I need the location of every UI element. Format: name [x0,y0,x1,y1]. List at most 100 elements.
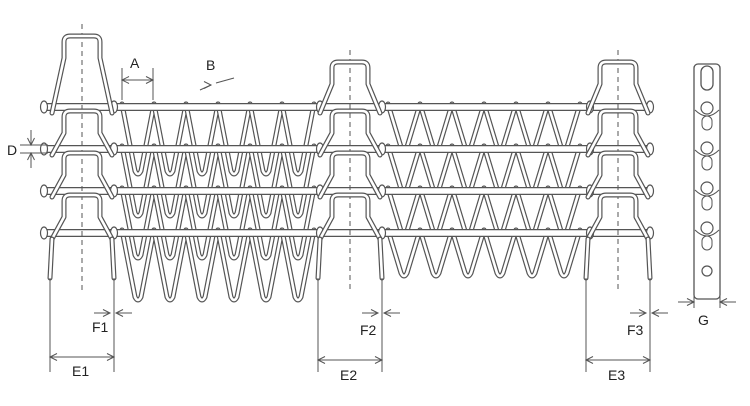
arrow-head [642,356,652,364]
label-f1: F1 [92,319,109,335]
spiral-loop [481,227,519,279]
plate-slot [700,65,714,91]
side-plate [693,63,721,308]
spiral-loop [449,227,487,279]
spiral-loop-core [386,228,422,278]
dimension-line [215,77,235,84]
spiral-loop-core [546,228,582,278]
spiral-loop [119,227,157,303]
spiral-loop-core [184,186,220,260]
link-leg [377,236,385,281]
plate-hole [700,141,714,155]
spiral-loop-outline [183,227,221,303]
chain-link-core [318,109,382,157]
arrow-head [120,76,130,84]
arrow-head [584,356,594,364]
spiral-loop-core [184,144,220,218]
plate-slot [701,115,713,131]
spiral-loop-core [120,144,156,218]
spiral-loop [247,227,285,303]
spiral-loop-core [280,102,316,176]
rod-end [39,226,49,240]
link-leg-core [110,237,116,280]
arrow-head [48,353,58,361]
spiral-loop-core [120,102,156,176]
spiral-loop [151,143,189,219]
label-f2: F2 [360,322,377,338]
spiral-loop-core [216,144,252,218]
rod-end [39,100,49,114]
spiral-loop-core [248,102,284,176]
chain-link [585,108,651,158]
spiral-loop-core [152,228,188,302]
dimension-lines [20,68,736,364]
spiral-loop-core [216,186,252,260]
chain-link-core [586,193,650,241]
spiral-loop-core [216,228,252,302]
arrow-head [718,298,728,306]
spiral-loop-outline [119,227,157,303]
label-b: B [206,57,215,73]
spiral-loop-core [280,144,316,218]
spiral-loop [151,227,189,303]
chain-link-core [586,151,650,199]
spiral-loop [279,101,317,177]
spiral-loop-outline [215,227,253,303]
spiral-loop-core [248,228,284,302]
rod-end [39,142,49,156]
chain-link-core [50,193,114,241]
spiral-loop [183,101,221,177]
chain-link-core [50,151,114,199]
arrow-head [203,81,213,89]
spiral-loop [215,143,253,219]
arrow-head [374,356,384,364]
arrow-head [114,309,124,317]
chain-link [49,33,115,116]
spiral-loop [545,227,583,279]
spiral-loop-core [152,186,188,260]
link-leg [583,236,591,281]
arrow-head [145,76,155,84]
arrow-head [27,137,35,147]
chain-link-core [318,193,382,241]
spiral-loop-core [184,102,220,176]
spiral-loop-core [280,228,316,302]
spiral-loop [151,185,189,261]
spiral-loop-core [152,102,188,176]
spiral-loop-outline [151,227,189,303]
chain-link-core [586,109,650,157]
chain-link-core [50,109,114,157]
label-d: D [7,142,17,158]
arrow-head [686,298,696,306]
spiral-loop-core [152,144,188,218]
plate-hole [700,101,714,115]
edge-links [47,24,653,372]
label-a: A [130,55,140,71]
spiral-loop [183,143,221,219]
spiral-loop [215,185,253,261]
spiral-loop [247,101,285,177]
spiral-loop [119,101,157,177]
spiral-loop [279,227,317,303]
spiral-loop [247,143,285,219]
spiral-loop [183,185,221,261]
spiral-loop-core [184,228,220,302]
chain-link [49,150,115,200]
spiral-loop [183,227,221,303]
chain-link-core [586,60,650,115]
chain-link-core [318,151,382,199]
spiral-loop-outline [279,227,317,303]
label-f3: F3 [627,322,644,338]
link-leg [47,236,55,281]
chain-link [317,150,383,200]
spiral-loop-core [280,186,316,260]
label-e3: E3 [608,367,625,383]
arrow-head [316,356,326,364]
chain-link [585,150,651,200]
spiral-loop [279,185,317,261]
link-leg [645,236,653,281]
link-leg-core [48,237,54,280]
spiral-loop [385,227,423,279]
spiral-loop [119,143,157,219]
